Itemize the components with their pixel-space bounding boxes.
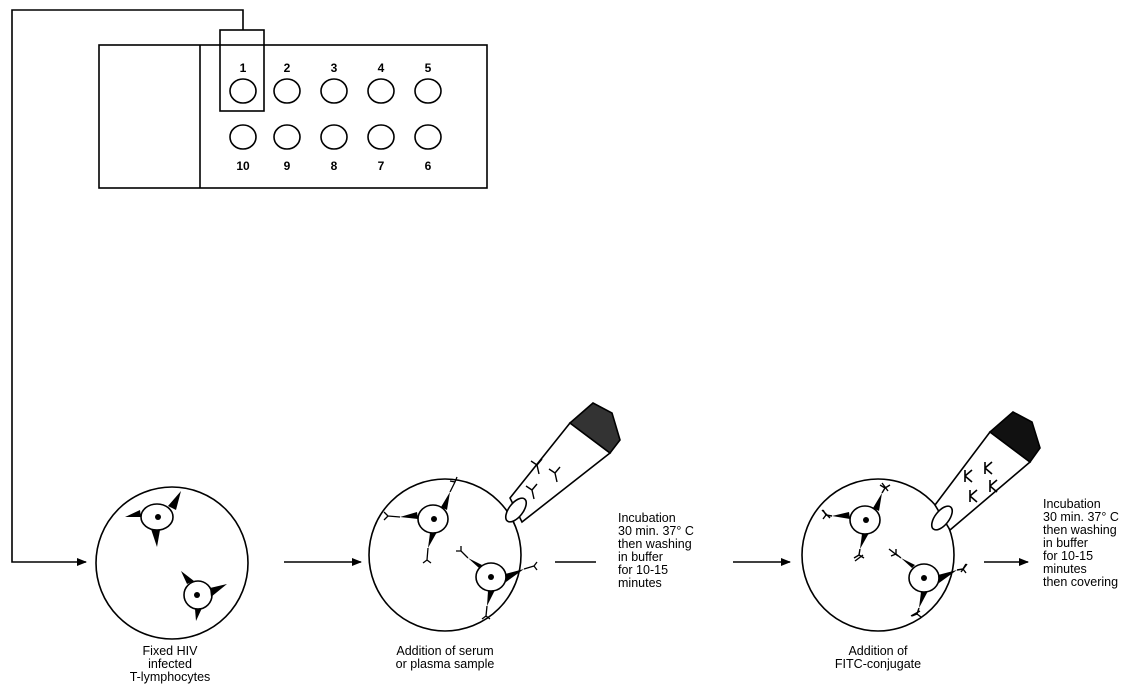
incubation-1-line: minutes <box>618 576 662 590</box>
incubation-2-line: then covering <box>1043 575 1119 589</box>
incubation-2-line: then washing <box>1043 523 1117 537</box>
incubation-1-line: 30 min. 37° C <box>618 524 694 538</box>
well-number: 5 <box>425 61 432 75</box>
well-number: 2 <box>284 61 291 75</box>
slide-well <box>229 78 257 104</box>
conjugate-bound-cell <box>821 482 891 562</box>
slide-well <box>414 124 442 150</box>
t-lymphocyte-cell <box>181 571 227 621</box>
slide-well <box>367 78 395 104</box>
step1-label-line: Fixed HIV <box>142 644 198 658</box>
incubation-2-line: minutes <box>1043 562 1087 576</box>
slide-well <box>320 124 348 150</box>
incubation-2-line: for 10-15 <box>1043 549 1094 563</box>
conjugate-bound-cell <box>888 548 968 618</box>
well-number: 4 <box>378 61 385 75</box>
step2-label-line: Addition of serum <box>396 644 494 658</box>
well-number: 6 <box>425 159 432 173</box>
step1-circle <box>95 486 249 640</box>
antibody-bound-cell <box>383 476 458 564</box>
step2-label-line: or plasma sample <box>395 657 495 671</box>
step2-circle <box>368 476 538 632</box>
slide-well <box>273 124 301 150</box>
slide-well <box>229 124 257 150</box>
incubation-1-line: for 10-15 <box>618 563 669 577</box>
step3-label: Addition of FITC-conjugate <box>818 645 938 671</box>
incubation-text-2: Incubation 30 min. 37° C then washing in… <box>1043 498 1146 589</box>
step2-label: Addition of serum or plasma sample <box>375 645 515 671</box>
fitc-conjugate-tube <box>930 411 1041 532</box>
slide-plate: 1 2 3 4 5 10 9 8 7 6 <box>98 29 488 189</box>
well-number: 9 <box>284 159 291 173</box>
incubation-1-line: in buffer <box>618 550 663 564</box>
step3-circle <box>801 478 968 632</box>
well-number: 10 <box>236 159 250 173</box>
step3-label-line: Addition of <box>848 644 908 658</box>
incubation-1-line: then washing <box>618 537 692 551</box>
step1-label: Fixed HIV infected T-lymphocytes <box>115 645 225 684</box>
well1-connector-line <box>11 9 244 566</box>
well-number: 8 <box>331 159 338 173</box>
incubation-2-line: in buffer <box>1043 536 1088 550</box>
slide-well <box>273 78 301 104</box>
incubation-2-line: Incubation <box>1043 498 1101 511</box>
step3-label-line: FITC-conjugate <box>834 657 922 671</box>
well-number: 3 <box>331 61 338 75</box>
slide-well <box>414 78 442 104</box>
antibody-bound-cell <box>456 546 538 620</box>
incubation-1-line: Incubation <box>618 511 676 525</box>
incubation-text-1: Incubation 30 min. 37° C then washing in… <box>618 512 728 590</box>
t-lymphocyte-cell <box>125 491 181 547</box>
well-number: 1 <box>240 61 247 75</box>
incubation-2-line: 30 min. 37° C <box>1043 510 1119 524</box>
serum-sample-tube <box>504 402 621 524</box>
step1-label-line: T-lymphocytes <box>129 670 211 684</box>
well-number: 7 <box>378 159 385 173</box>
well-1-highlight <box>219 29 265 112</box>
slide-well <box>367 124 395 150</box>
slide-well <box>320 78 348 104</box>
step1-label-line: infected <box>148 657 192 671</box>
